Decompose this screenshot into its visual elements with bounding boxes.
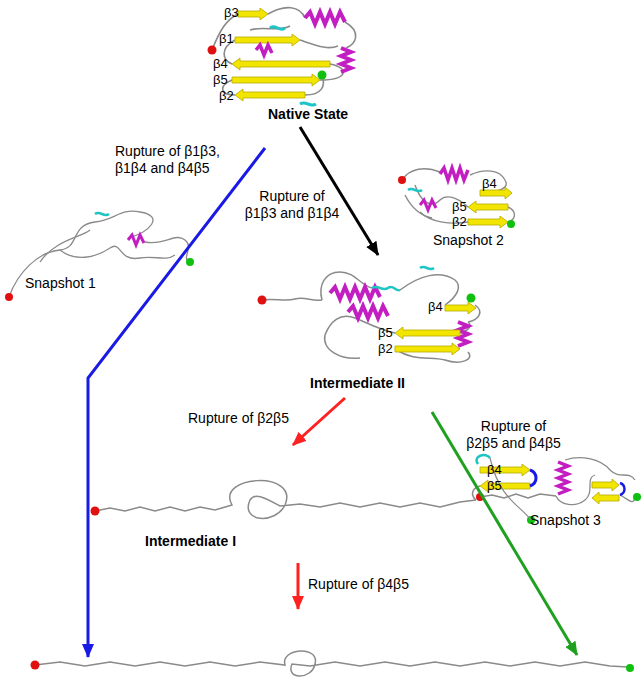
state-title: Intermediate II [310, 375, 405, 392]
state-title: Snapshot 3 [530, 512, 601, 529]
strand-label: β5 [213, 72, 228, 87]
unfolded-chain [31, 651, 635, 676]
strand-label: β4 [213, 56, 228, 71]
strand-label: β5 [378, 325, 393, 340]
state-title: Native State [268, 106, 348, 123]
strand-label: β4 [482, 176, 497, 191]
pathway-label: Rupture of β2β5 and β4β5 [465, 418, 562, 452]
pathway-label: Rupture of β4β5 [308, 576, 409, 593]
state-title: Intermediate I [145, 533, 236, 550]
strand-label: β2 [452, 214, 467, 229]
blue-pathway-arrow [88, 148, 265, 657]
intermediate1-structure [91, 455, 537, 524]
state-title: Snapshot 1 [25, 275, 96, 292]
strand-label: β4 [487, 462, 502, 477]
green-pathway-arrow [432, 412, 577, 655]
state-node: Snapshot 1 [5, 200, 200, 300]
strand-label: β3 [224, 5, 239, 20]
strand-label: β2 [378, 341, 393, 356]
strand-label: β5 [487, 478, 502, 493]
snapshot2-structure [398, 168, 515, 228]
red-pathway-arrow [297, 563, 300, 609]
strand-label: β1 [219, 31, 234, 46]
state-node: Intermediate I [90, 445, 535, 557]
strand-label: β5 [452, 199, 467, 214]
snapshot3-structure [476, 458, 641, 505]
pathway-label: Rupture of β1β3 and β1β4 [243, 188, 341, 222]
intermediate2-structure [258, 267, 480, 362]
strand-label: β2 [219, 88, 234, 103]
snapshot1-structure [5, 211, 194, 301]
strand-label: β4 [428, 299, 443, 314]
state-node: Intermediate II [255, 255, 480, 398]
pathway-label: Rupture of β2β5 [188, 410, 289, 427]
native-structure [208, 8, 356, 106]
pathway-label: Rupture of β1β3, β1β4 and β4β5 [115, 143, 227, 177]
pathway-arrow [293, 398, 345, 445]
state-title: Snapshot 2 [433, 232, 504, 249]
